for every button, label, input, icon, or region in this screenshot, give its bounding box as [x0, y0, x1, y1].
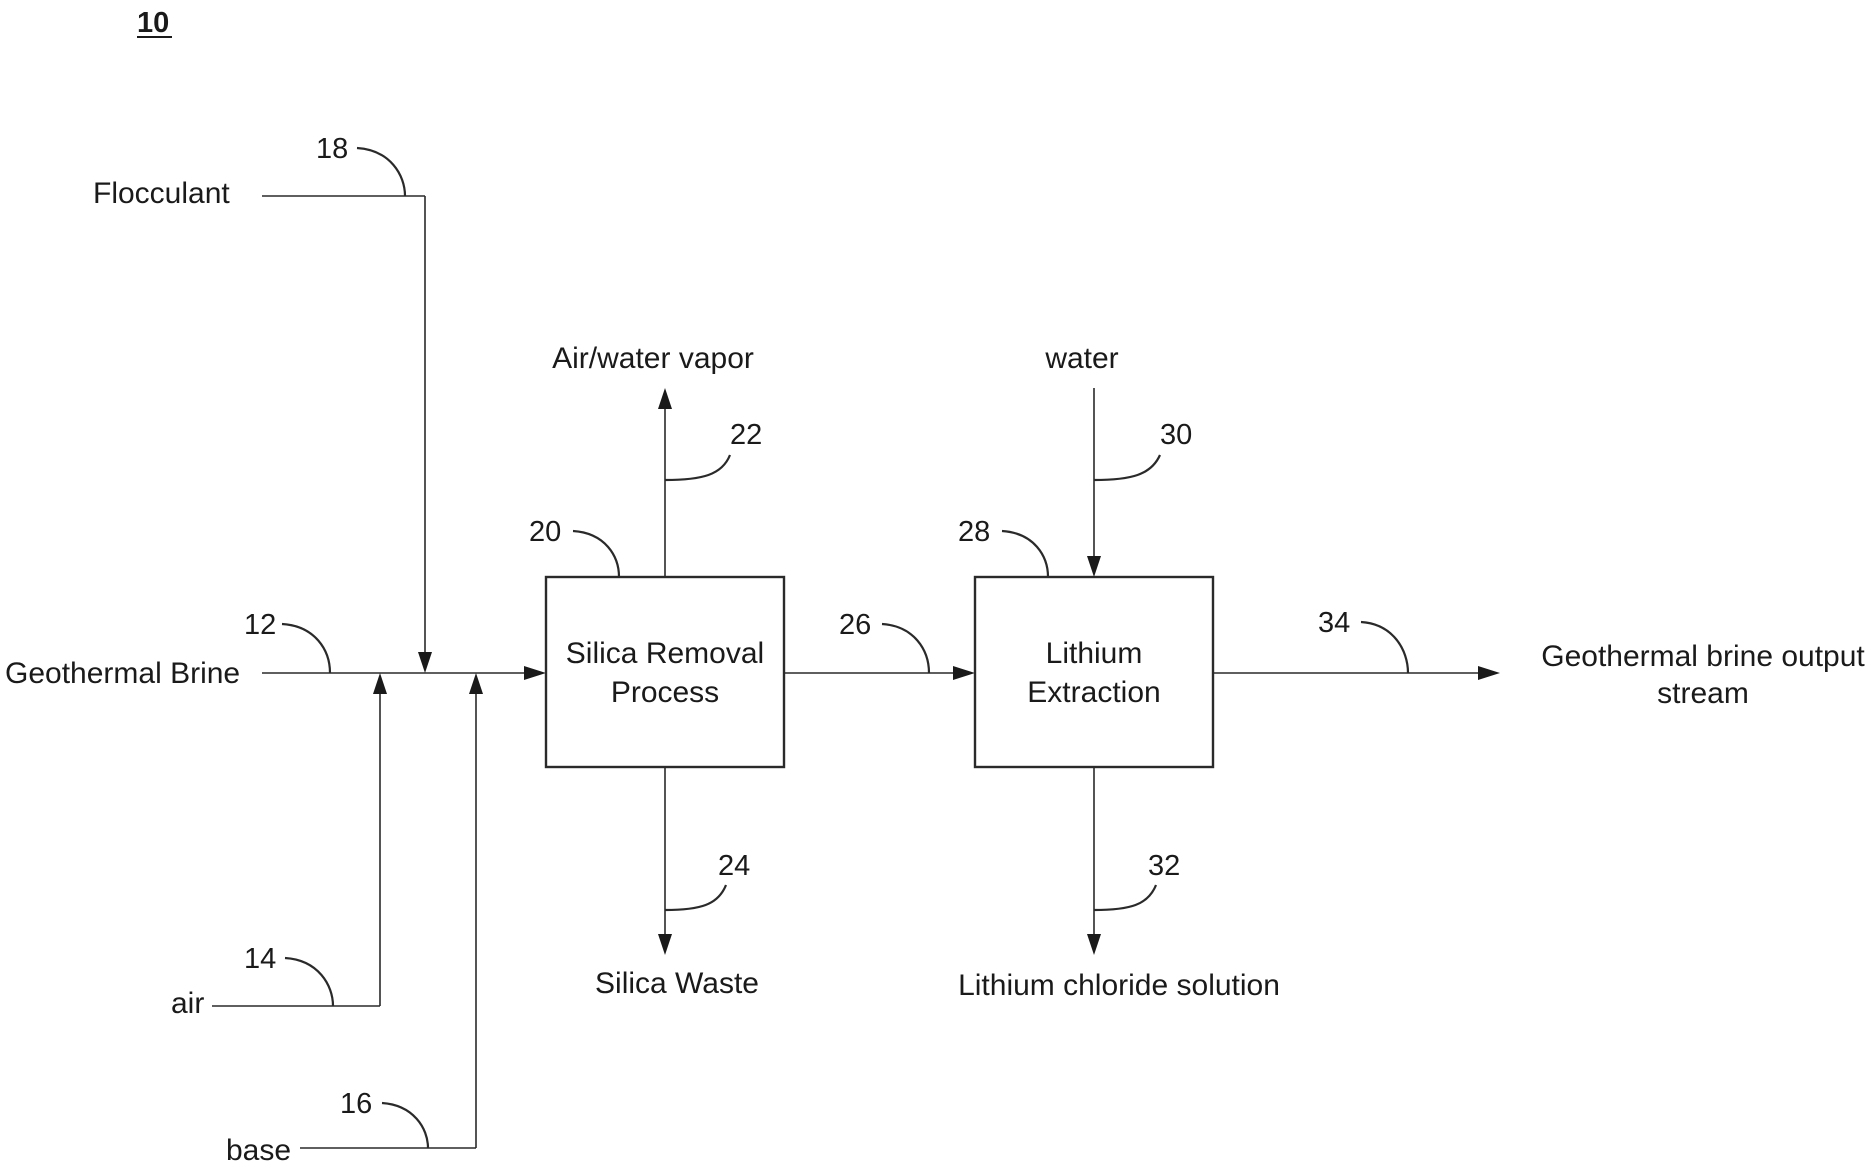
- leader-curve-22: [665, 455, 730, 480]
- leader-curve-30: [1094, 455, 1160, 480]
- leader-curve-24: [665, 885, 726, 910]
- ref-numeral-28: 28: [958, 516, 990, 548]
- water-arrowhead: [1087, 556, 1101, 577]
- leader-curve-28: [1002, 531, 1048, 577]
- ref-numeral-16: 16: [340, 1088, 372, 1120]
- ref-numeral-32: 32: [1148, 850, 1180, 882]
- water-label: water: [1044, 342, 1118, 375]
- geothermal-brine-label: Geothermal Brine: [5, 657, 240, 690]
- leader-curve-16: [382, 1103, 428, 1148]
- ref-numeral-24: 24: [718, 850, 750, 882]
- flocculant-label: Flocculant: [93, 177, 230, 210]
- leader-curve-26: [882, 624, 929, 673]
- flocculant-arrowhead: [418, 652, 432, 673]
- ref-numeral-18: 18: [316, 133, 348, 165]
- intermediate-stream-arrowhead: [953, 666, 975, 680]
- silica-removal-block: [546, 577, 784, 767]
- output-stream-label-line2: stream: [1657, 677, 1749, 710]
- figure-number: 10: [137, 7, 169, 39]
- leader-curve-14: [285, 958, 333, 1006]
- ref-numeral-26: 26: [839, 609, 871, 641]
- leader-curve-34: [1361, 622, 1408, 673]
- leader-curve-18: [357, 148, 405, 196]
- base-arrowhead: [469, 673, 483, 694]
- lithium-extraction-block: [975, 577, 1213, 767]
- air-label: air: [171, 987, 204, 1020]
- lithium-extraction-label-line1: Lithium: [1046, 637, 1143, 670]
- lithium-chloride-arrowhead: [1087, 934, 1101, 955]
- air-water-vapor-arrowhead: [658, 388, 672, 409]
- ref-numeral-30: 30: [1160, 419, 1192, 451]
- leader-curve-20: [573, 531, 619, 577]
- ref-numeral-20: 20: [529, 516, 561, 548]
- arrowhead-into-silica-block: [524, 666, 546, 680]
- air-arrowhead: [373, 673, 387, 694]
- ref-numeral-14: 14: [244, 943, 276, 975]
- ref-numeral-22: 22: [730, 419, 762, 451]
- lithium-extraction-label-line2: Extraction: [1027, 676, 1160, 709]
- leader-curve-12: [282, 624, 330, 673]
- silica-waste-arrowhead: [658, 934, 672, 955]
- silica-waste-label: Silica Waste: [595, 967, 759, 1000]
- ref-numeral-12: 12: [244, 609, 276, 641]
- leader-curve-32: [1094, 885, 1156, 910]
- lithium-chloride-label: Lithium chloride solution: [958, 969, 1280, 1002]
- base-label: base: [226, 1134, 291, 1163]
- silica-removal-label-line1: Silica Removal: [566, 637, 764, 670]
- output-stream-label-line1: Geothermal brine output: [1541, 640, 1865, 673]
- silica-removal-label-line2: Process: [611, 676, 719, 709]
- output-stream-arrowhead: [1478, 666, 1500, 680]
- ref-numeral-34: 34: [1318, 607, 1350, 639]
- air-water-vapor-label: Air/water vapor: [552, 342, 754, 375]
